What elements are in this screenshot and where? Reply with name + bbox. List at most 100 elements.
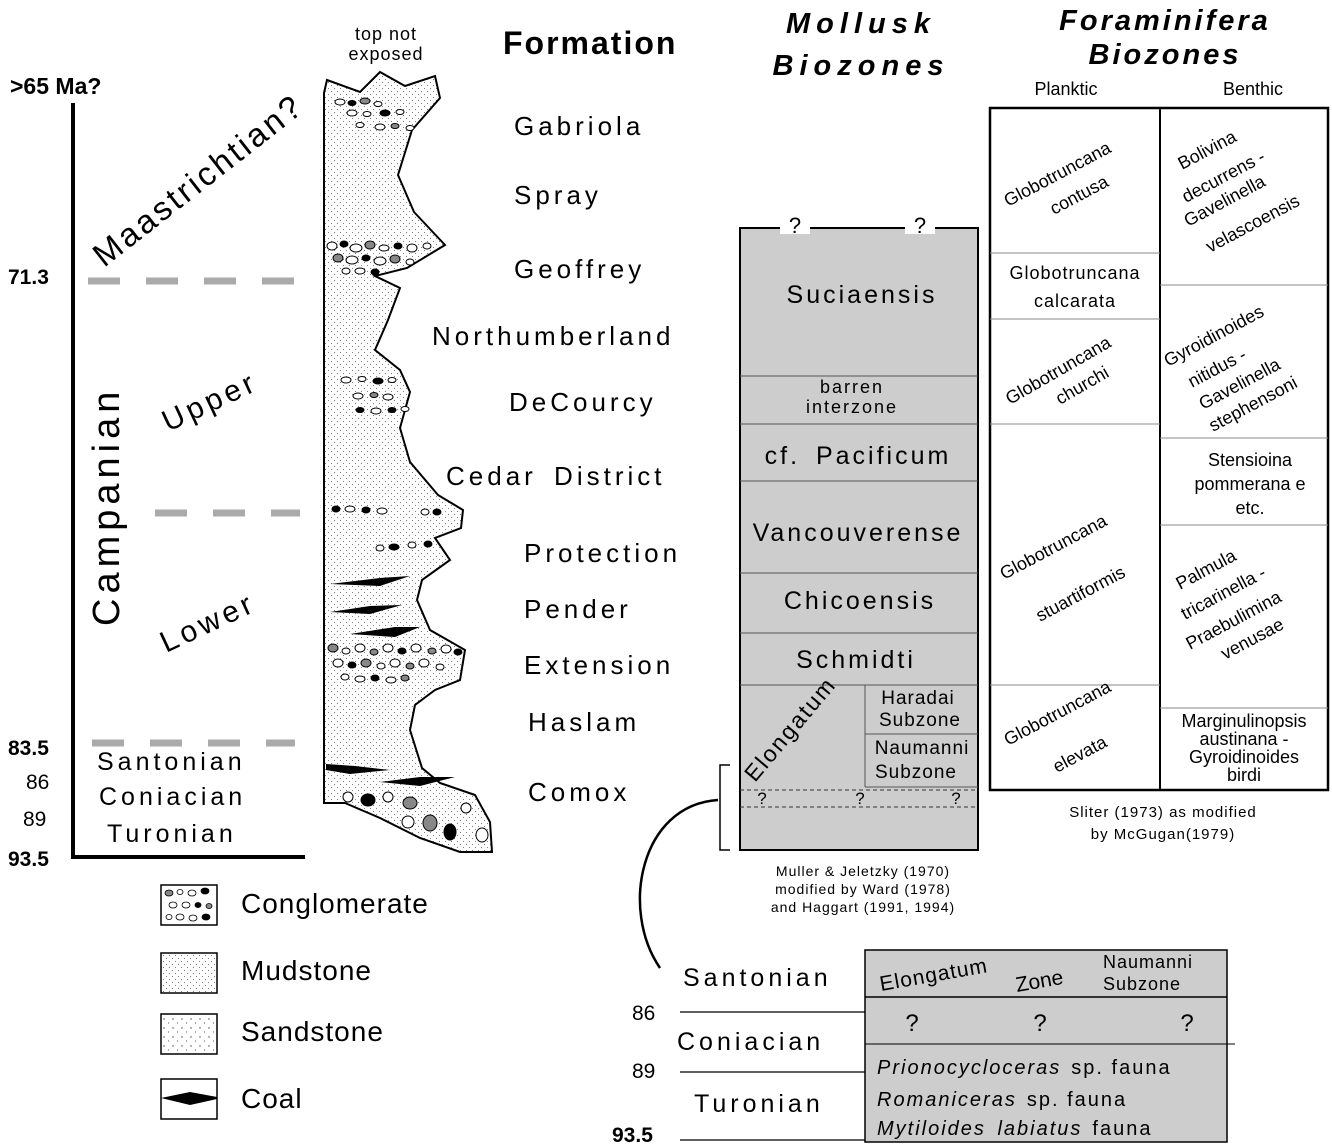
benthic-stens-3: etc.: [1235, 498, 1264, 518]
formation-names: Formation Gabriola Spray Geoffrey Northu…: [432, 25, 681, 807]
formation-gabriola: Gabriola: [514, 111, 644, 141]
mollusk-credit-1: Muller & Jeletzky (1970): [776, 863, 950, 879]
age-93-5: 93.5: [8, 848, 49, 871]
zone-chicoensis: Chicoensis: [784, 587, 936, 615]
foram-header-2: Biozones: [1089, 39, 1242, 71]
lithology-profile: [323, 70, 494, 853]
mollusk-column-box: [739, 227, 979, 851]
legend-coal: [160, 1078, 218, 1120]
lithology-column: top not exposed: [323, 24, 494, 853]
age-83-5: 83.5: [8, 737, 49, 760]
subzone-naumanni-2: Subzone: [875, 762, 957, 783]
benthic-margin-3: Gyroidinoides: [1189, 747, 1299, 767]
planktic-calcarata-2: calcarata: [1034, 291, 1116, 311]
stage-turonian: Turonian: [107, 820, 237, 848]
age-71-3: 71.3: [8, 266, 49, 289]
inset-q-1: ?: [905, 1010, 918, 1037]
formation-header: Formation: [503, 25, 677, 61]
inset-box: [864, 949, 1228, 1143]
planktic-header: Planktic: [1034, 79, 1097, 99]
mollusk-credit-2: modified by Ward (1978): [775, 881, 951, 897]
zone-schmidti: Schmidti: [796, 646, 916, 674]
legend-coal-label: Coal: [241, 1083, 303, 1114]
coal-seams: [326, 576, 455, 786]
inset-bracket: [719, 764, 730, 851]
age-89: 89: [23, 808, 46, 831]
zone-suciaensis: Suciaensis: [787, 281, 938, 309]
inset-age-86: 86: [632, 1002, 655, 1025]
mollusk-q-gap-2: [905, 224, 935, 234]
formation-cedar-district: Cedar District: [446, 461, 665, 491]
inset-naumanni-1: Naumanni: [1103, 952, 1193, 972]
stage-coniacian: Coniacian: [99, 783, 246, 811]
legend-mudstone: [160, 952, 218, 994]
age-65: >65 Ma?: [10, 73, 101, 99]
foram-credit-1: Sliter (1973) as modified: [1069, 804, 1257, 821]
inset-connector: [638, 798, 719, 969]
legend-conglomerate-label: Conglomerate: [241, 888, 429, 919]
inset-q-3: ?: [1180, 1010, 1193, 1037]
zone-barren-1: barren: [820, 377, 884, 397]
conglomerate-extension: [327, 643, 463, 684]
inset-age-93-5: 93.5: [612, 1124, 653, 1145]
conglomerate-gabriola: [334, 97, 415, 131]
benthic-margin-1: Marginulinopsis: [1181, 711, 1306, 731]
mollusk-biozones: Mollusk Biozones ? ? Suciaensis barren i…: [638, 8, 979, 969]
stage-campanian: Campanian: [86, 387, 128, 626]
subzone-naumanni-1: Naumanni: [875, 738, 970, 759]
subzone-haradai-2: Subzone: [879, 710, 961, 731]
foram-credit-2: by McGugan(1979): [1091, 826, 1235, 843]
legend-sandstone-label: Sandstone: [241, 1016, 384, 1047]
top-not-exposed-line1: top not: [355, 24, 417, 44]
mollusk-header-2: Biozones: [773, 50, 950, 82]
foraminifera-biozones: Foraminifera Biozones Planktic Benthic G…: [988, 5, 1330, 843]
mollusk-credit-3: and Haggart (1991, 1994): [771, 899, 955, 915]
formation-haslam: Haslam: [528, 707, 640, 737]
lithology-legend: Conglomerate Mudstone Sandstone Coal: [160, 884, 429, 1120]
formation-northumberland: Northumberland: [432, 321, 674, 351]
subzone-haradai-1: Haradai: [881, 688, 955, 709]
conglomerate-protection: [331, 505, 442, 552]
stage-maastrichtian: Maastrichtian?: [86, 86, 311, 273]
inset-coniacian: Coniacian: [677, 1028, 824, 1056]
mollusk-q-gap-1: [780, 224, 810, 234]
age-86: 86: [26, 771, 49, 794]
benthic-header: Benthic: [1223, 79, 1283, 99]
planktic-calcarata-1: Globotruncana: [1009, 263, 1140, 283]
inset-q-2: ?: [1033, 1010, 1046, 1037]
mollusk-top-q-2: ?: [914, 213, 926, 238]
foram-header-1: Foraminifera: [1059, 5, 1271, 37]
conglomerate-comox-base: [342, 791, 489, 843]
benthic-stens-2: pommerana e: [1194, 474, 1305, 494]
substage-lower: Lower: [155, 586, 261, 659]
conglomerate-decourcy: [340, 376, 410, 415]
inset-santonian: Santonian: [683, 964, 832, 992]
benthic-margin-2: austinana -: [1199, 729, 1288, 749]
mollusk-lower-q-1: ?: [757, 789, 766, 808]
formation-comox: Comox: [528, 777, 630, 807]
inset-naumanni-2: Subzone: [1103, 974, 1181, 994]
legend-mudstone-label: Mudstone: [241, 955, 372, 986]
mollusk-lower-q-3: ?: [951, 789, 960, 808]
zone-vancouverense: Vancouverense: [753, 519, 964, 547]
formation-pender: Pender: [524, 594, 632, 624]
inset-detail: Santonian Coniacian Turonian 86 89 93.5 …: [612, 949, 1235, 1145]
zone-barren-2: interzone: [806, 397, 898, 417]
benthic-stens-1: Stensioina: [1208, 450, 1293, 470]
formation-extension: Extension: [524, 650, 674, 680]
formation-protection: Protection: [524, 538, 681, 568]
conglomerate-geoffrey: [326, 240, 432, 276]
legend-sandstone: [160, 1013, 218, 1055]
mollusk-lower-q-2: ?: [855, 789, 864, 808]
age-column: >65 Ma? 71.3 83.5 86 89 93.5 Maastrichti…: [8, 73, 311, 871]
inset-turonian: Turonian: [694, 1090, 824, 1118]
formation-geoffrey: Geoffrey: [514, 254, 645, 284]
benthic-margin-4: birdi: [1227, 765, 1261, 785]
zone-pacificum: cf. Pacificum: [765, 442, 952, 470]
mollusk-header-1: Mollusk: [786, 8, 936, 40]
formation-decourcy: DeCourcy: [509, 387, 657, 417]
top-not-exposed-line2: exposed: [348, 44, 423, 64]
